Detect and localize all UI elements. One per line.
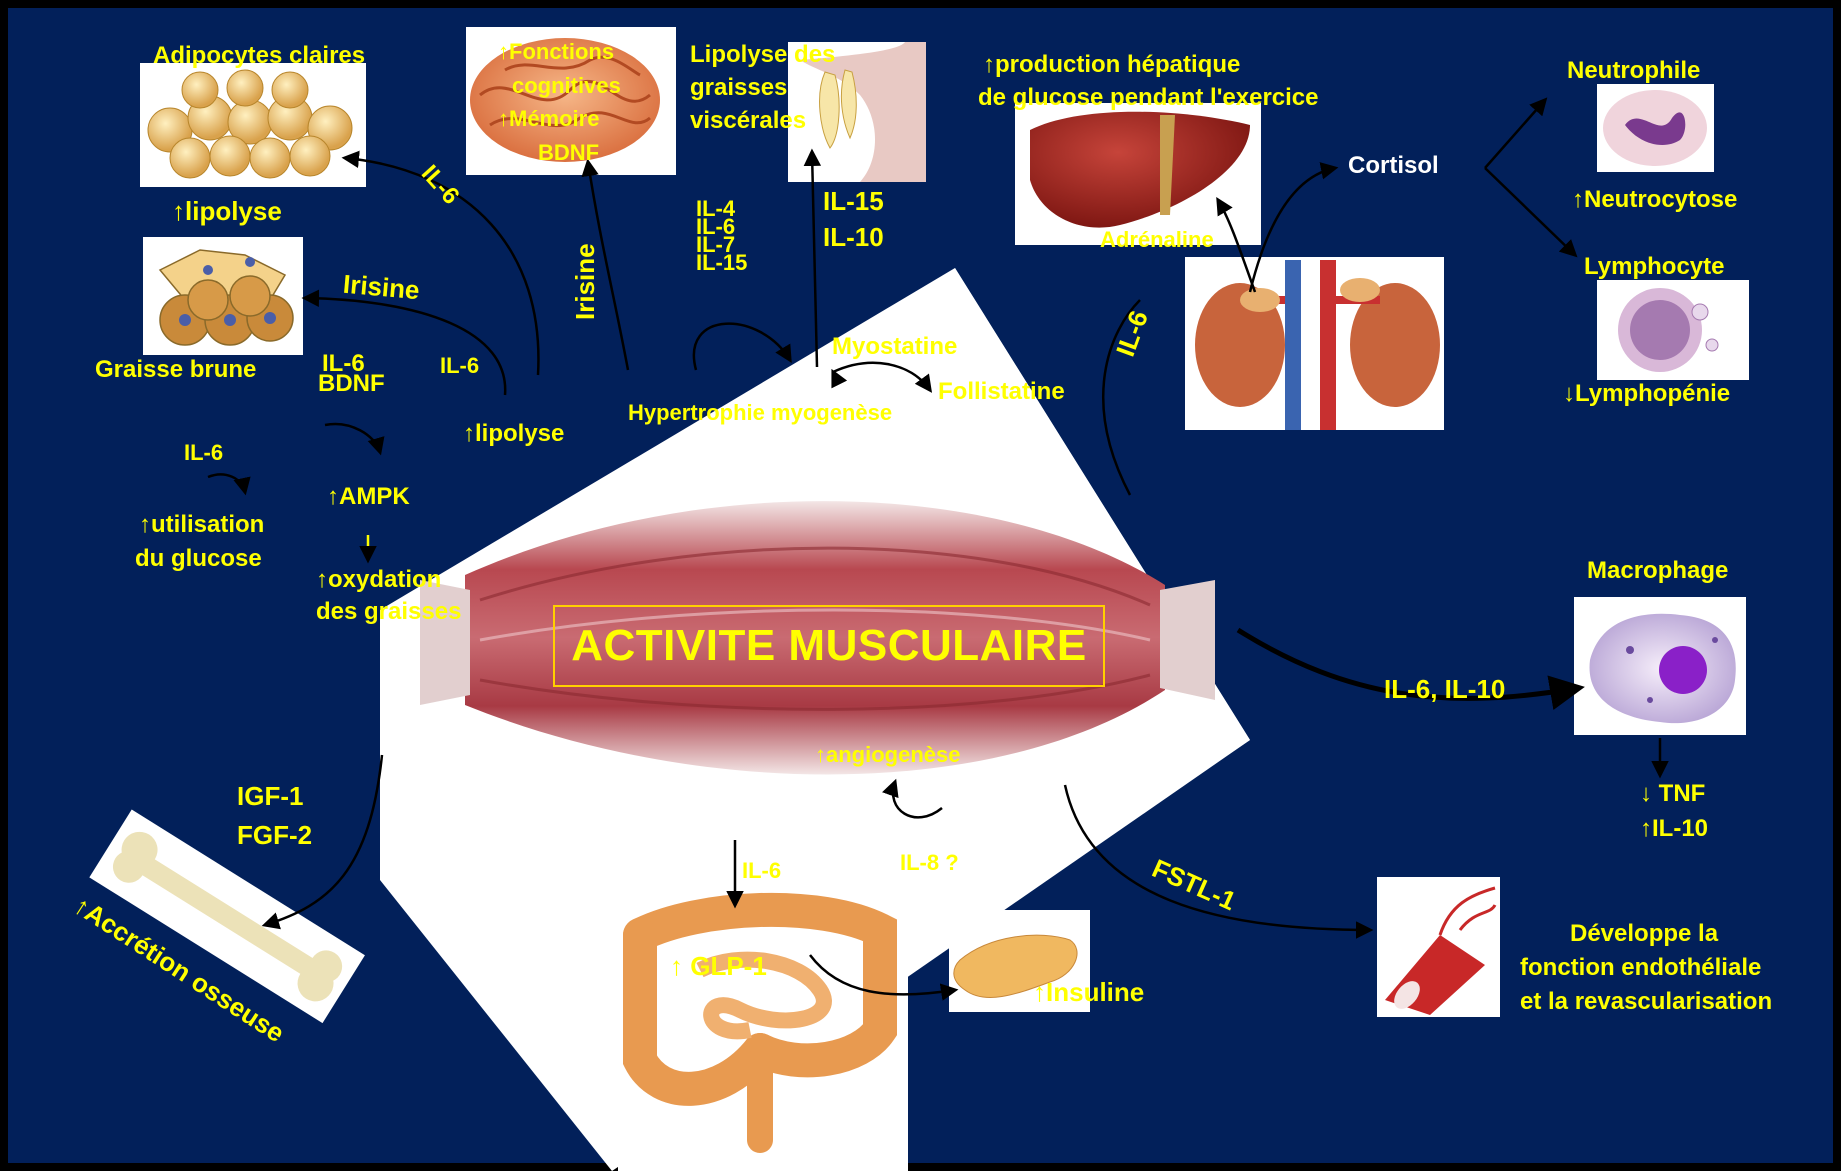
label-brain-1: ↑Fonctions	[498, 39, 614, 65]
label-il-list-4: IL-15	[696, 250, 747, 276]
label-brain-2: cognitives	[512, 73, 621, 99]
label-lipolyse-mid: ↑lipolyse	[463, 420, 564, 449]
label-il15: IL-15	[823, 186, 884, 217]
label-oxydation-1: ↑oxydation	[316, 566, 441, 595]
label-irisine-vertical: Irisine	[570, 243, 601, 320]
label-glp1: ↑ GLP-1	[670, 951, 767, 982]
macrophage-image	[1574, 597, 1746, 735]
label-hepatique-1: ↑production hépatique	[983, 51, 1240, 80]
label-macrophage: Macrophage	[1587, 557, 1728, 586]
label-ampk: ↑AMPK	[327, 483, 410, 512]
label-utilisation-2: du glucose	[135, 545, 262, 574]
label-lipolyse-visc-2: graisses	[690, 74, 787, 103]
label-angiogenese: ↑angiogenèse	[815, 742, 960, 768]
center-title: ACTIVITE MUSCULAIRE	[571, 621, 1087, 671]
label-lipolyse-visc-1: Lipolyse des	[690, 41, 835, 70]
label-irisine-left: Irisine	[342, 269, 421, 307]
label-lipolyse-top: ↑lipolyse	[172, 196, 282, 227]
label-il6-bottom: IL-6	[742, 858, 781, 884]
label-hepatique-2: de glucose pendant l'exercice	[978, 84, 1319, 113]
label-lymphopenie: ↓Lymphopénie	[1563, 380, 1730, 409]
label-lipolyse-visc-3: viscérales	[690, 107, 806, 136]
label-brain-4: BDNF	[538, 140, 599, 166]
label-utilisation-1: ↑utilisation	[139, 511, 264, 540]
label-il8: IL-8 ?	[900, 850, 959, 876]
neutrophile-image	[1597, 84, 1714, 172]
label-endo-2: fonction endothéliale	[1520, 954, 1761, 983]
label-il10-up: ↑IL-10	[1640, 815, 1708, 844]
label-neutrophile: Neutrophile	[1567, 57, 1700, 86]
label-myostatine: Myostatine	[832, 333, 957, 362]
label-hypertrophie: Hypertrophie myogenèse	[628, 400, 892, 426]
lymphocyte-image	[1597, 280, 1749, 380]
label-endo-1: Développe la	[1570, 920, 1718, 949]
liver-image	[1015, 103, 1261, 245]
label-graisse-brune: Graisse brune	[95, 356, 256, 385]
label-oxydation-2: des graisses	[316, 598, 461, 627]
vessel-image	[1377, 877, 1500, 1017]
label-fgf2: FGF-2	[237, 820, 312, 851]
label-adipocytes-claires: Adipocytes claires	[153, 42, 365, 71]
label-endo-3: et la revascularisation	[1520, 988, 1772, 1017]
label-insuline: ↑Insuline	[1033, 977, 1144, 1008]
label-neutrocytose: ↑Neutrocytose	[1572, 186, 1737, 215]
label-il6-bdnf-2: BDNF	[318, 370, 385, 399]
label-cortisol: Cortisol	[1348, 152, 1439, 181]
label-follistatine: Follistatine	[938, 378, 1065, 407]
label-il10: IL-10	[823, 222, 884, 253]
label-brain-3: ↑Mémoire	[498, 106, 599, 132]
label-il6-glucose: IL-6	[184, 440, 223, 466]
adipocytes-claires-image	[140, 63, 366, 187]
activite-musculaire-box: ACTIVITE MUSCULAIRE	[553, 605, 1105, 687]
kidney-image	[1185, 257, 1444, 430]
label-igf1: IGF-1	[237, 781, 303, 812]
label-tnf: ↓ TNF	[1640, 780, 1705, 809]
graisse-brune-image	[143, 237, 303, 355]
label-il6-mid: IL-6	[440, 353, 479, 379]
label-il6-il10: IL-6, IL-10	[1384, 674, 1505, 705]
intestine-image	[618, 885, 908, 1171]
label-lymphocyte: Lymphocyte	[1584, 253, 1724, 282]
label-adrenaline: Adrénaline	[1100, 227, 1214, 253]
